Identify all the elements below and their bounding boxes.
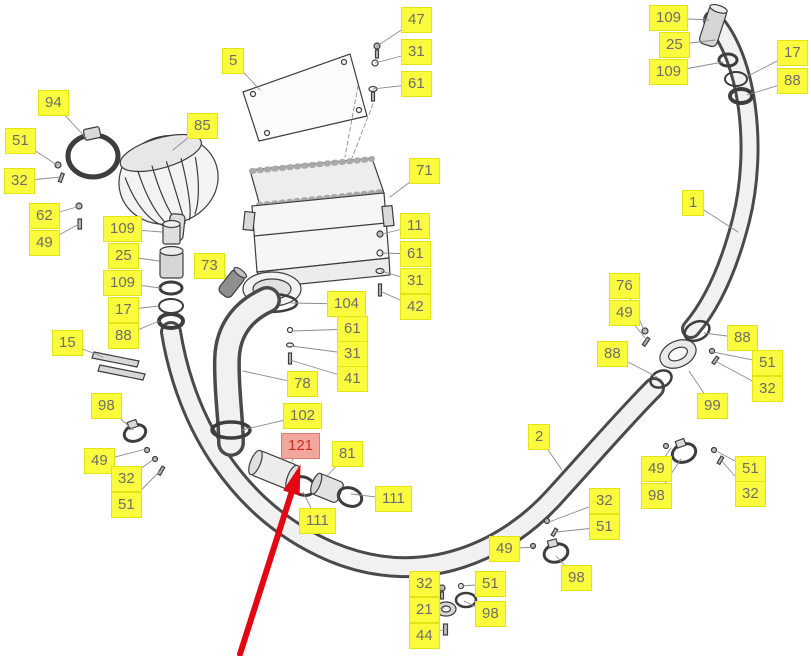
leader-line — [656, 458, 682, 497]
leader-line — [692, 202, 739, 233]
leader-line — [379, 290, 416, 308]
pointer-arrow-head — [283, 464, 301, 496]
leader-lines — [19, 17, 793, 637]
leader-line — [289, 359, 353, 380]
leader-line — [703, 332, 743, 339]
clamp-111-right — [336, 486, 364, 508]
leader-line — [99, 448, 147, 462]
hose-clamp-94 — [54, 126, 121, 184]
outlet-elbow-hose — [210, 286, 281, 457]
leader-line — [325, 453, 348, 478]
leader-line — [44, 223, 80, 244]
leader-line — [20, 140, 58, 166]
leader-line — [538, 436, 563, 471]
leader-line — [241, 415, 303, 431]
leader-line — [123, 255, 160, 262]
leader-line — [302, 491, 318, 522]
leader-line — [291, 445, 301, 462]
pointer-arrow — [237, 464, 301, 656]
leader-line — [555, 526, 605, 533]
fitting-73 — [218, 266, 248, 298]
cover-plate — [242, 53, 368, 158]
leader-line — [122, 282, 161, 289]
leader-line — [19, 176, 62, 182]
leader-line — [612, 353, 658, 378]
leader-line — [714, 360, 768, 390]
leader-line — [291, 328, 353, 332]
adapter-fittings-column — [157, 219, 185, 330]
leader-line — [44, 206, 78, 217]
pointer-arrow-shaft — [237, 489, 295, 656]
leader-line — [688, 370, 713, 407]
leader-line — [372, 83, 417, 90]
leader-line — [232, 60, 261, 91]
leader-line — [376, 19, 417, 47]
leader-line — [242, 370, 303, 385]
clamp-98-right — [662, 437, 725, 466]
leader-line — [668, 61, 724, 73]
housing-fasteners-right — [375, 230, 385, 297]
leader-line — [555, 555, 577, 579]
inlet-tube-fittings — [698, 3, 754, 105]
leader-line — [712, 351, 768, 364]
leader-line — [656, 447, 672, 470]
air-filter-element — [75, 133, 219, 241]
leader-line — [122, 228, 163, 233]
leader-line — [624, 312, 648, 341]
intake-hose-lower — [160, 321, 665, 579]
leader-line — [53, 102, 87, 139]
outlet-fasteners — [285, 326, 295, 365]
bottom-center-parts — [435, 582, 478, 636]
cover-fasteners — [351, 42, 381, 159]
leader-line — [720, 459, 751, 495]
elbow-connector-cluster — [641, 319, 720, 389]
leader-line — [460, 583, 491, 587]
leader-line — [350, 493, 394, 500]
leader-line — [668, 17, 710, 21]
leader-line — [67, 342, 104, 358]
leader-line — [374, 51, 417, 64]
leader-line — [624, 285, 645, 331]
support-rods — [91, 351, 146, 381]
air-cleaner-housing — [242, 156, 395, 314]
leader-line — [290, 302, 347, 305]
leader-line — [380, 270, 416, 282]
leader-line — [126, 458, 155, 480]
leader-line — [123, 320, 160, 337]
leader-line — [747, 52, 793, 77]
leader-line — [209, 265, 227, 277]
leader-line — [424, 628, 446, 637]
leader-line — [123, 305, 160, 311]
leader-line — [290, 345, 353, 355]
leader-line — [389, 170, 425, 198]
leader-line — [106, 405, 134, 431]
connector-81 — [310, 472, 344, 503]
